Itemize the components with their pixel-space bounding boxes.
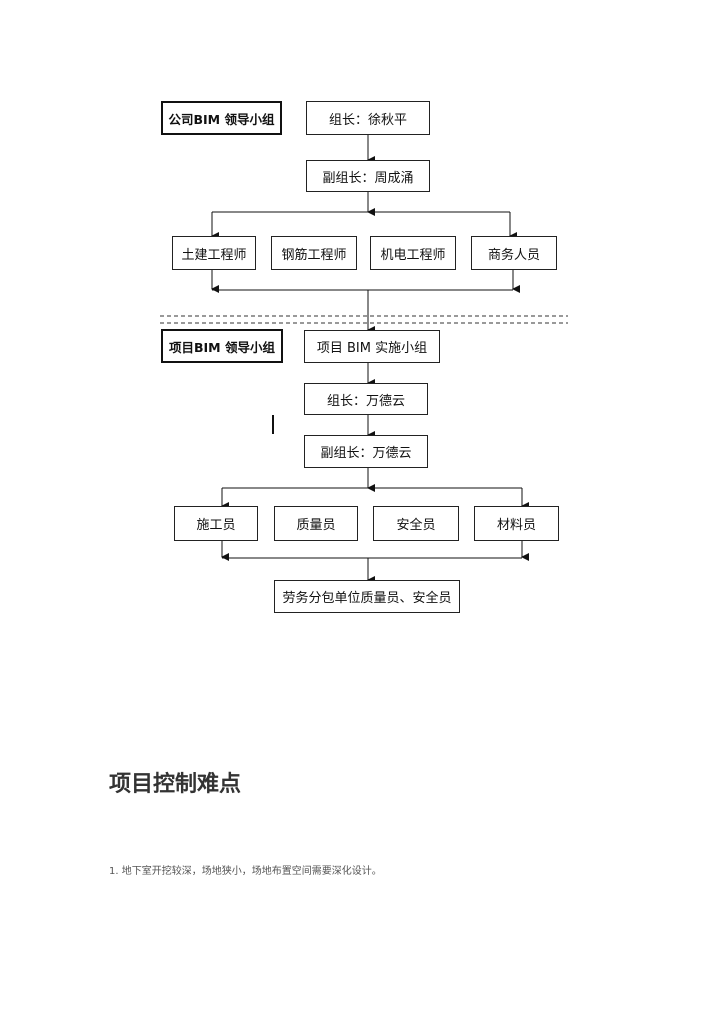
section-title: 项目控制难点: [109, 772, 242, 797]
staff-box-material: 材料员: [474, 506, 559, 541]
project-deputy-box: 副组长：万德云: [304, 435, 428, 468]
project-bim-group-label: 项目BIM 领导小组: [161, 329, 283, 363]
staff-box-quality: 质量员: [274, 506, 358, 541]
list-item: 1. 地下室开挖较深，场地狭小，场地布置空间需要深化设计。: [109, 866, 382, 877]
staff-box-safety: 安全员: [373, 506, 459, 541]
company-bim-group-label: 公司BIM 领导小组: [161, 101, 282, 135]
project-team-box: 项目 BIM 实施小组: [304, 330, 440, 363]
engineer-box-business: 商务人员: [471, 236, 557, 270]
engineer-box-civil: 土建工程师: [172, 236, 256, 270]
project-leader-box: 组长：万德云: [304, 383, 428, 415]
company-deputy-box: 副组长：周成涌: [306, 160, 430, 192]
engineer-box-rebar: 钢筋工程师: [271, 236, 357, 270]
engineer-box-mep: 机电工程师: [370, 236, 456, 270]
text-cursor: [272, 415, 274, 434]
company-leader-box: 组长：徐秋平: [306, 101, 430, 135]
subcontract-box: 劳务分包单位质量员、安全员: [274, 580, 460, 613]
staff-box-construction: 施工员: [174, 506, 258, 541]
